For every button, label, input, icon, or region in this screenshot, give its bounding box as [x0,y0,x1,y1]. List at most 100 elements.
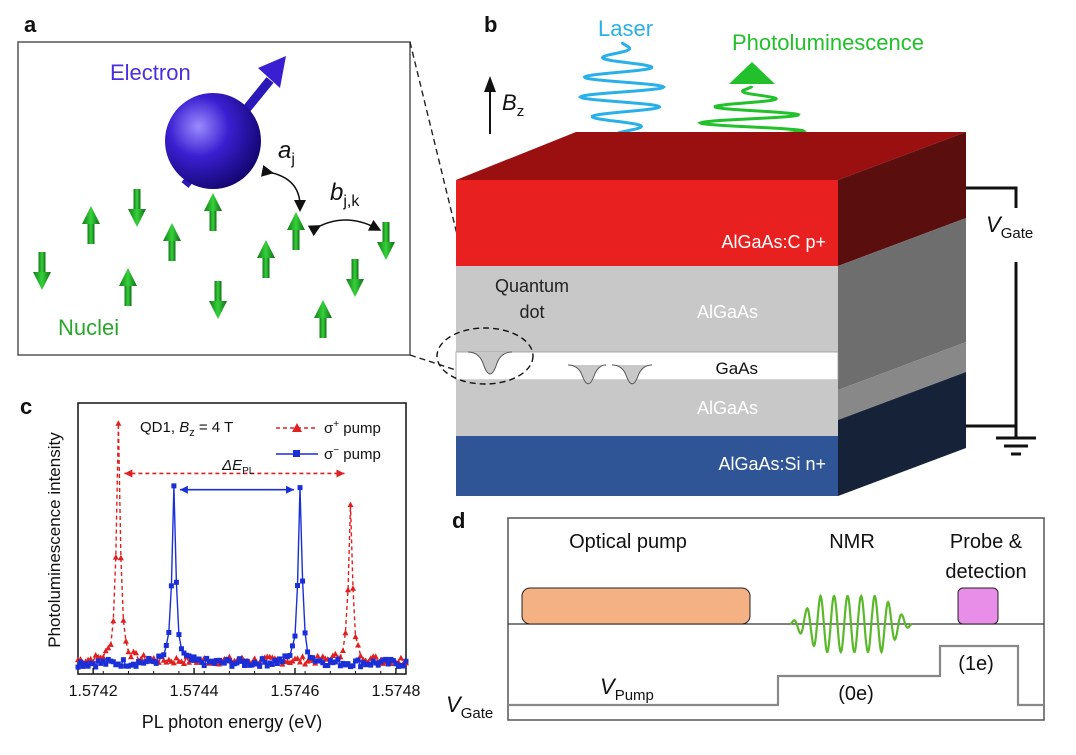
layer-algaas-top [456,266,838,352]
series-point-1 [173,579,179,585]
series-point-1 [125,663,131,669]
series-point-1 [151,659,157,665]
series-point-1 [219,660,225,666]
series-point-0 [186,659,193,665]
series-point-1 [95,658,101,664]
series-point-1 [221,660,227,666]
coupling-b-label: bj,k [330,179,360,210]
qd-label-line1: Quantum [495,276,569,296]
series-point-1 [307,654,313,660]
series-point-0 [397,654,404,661]
nuclei-label: Nuclei [58,315,119,340]
legend-title: QD1, Bz = 4 T [140,419,233,439]
qd-label-line2: dot [519,302,544,322]
series-point-1 [231,661,237,667]
series-point-1 [181,650,187,656]
series-point-1 [236,656,242,662]
delta-label: ΔEPL [221,457,255,477]
series-point-1 [194,657,200,663]
v-pump-label: VPump [600,674,654,704]
series-point-1 [196,656,202,662]
pl-label: Photoluminescence [732,30,924,55]
series-point-1 [244,658,250,664]
series-point-0 [110,617,117,624]
series-point-1 [383,656,389,662]
series-point-1 [103,661,109,667]
series-point-1 [148,658,154,664]
series-point-1 [105,656,111,662]
nmr-wave-icon [789,593,913,655]
series-point-1 [305,649,311,655]
layer-n-label: AlGaAs:Si n+ [718,454,826,474]
series-point-0 [127,653,134,660]
top-face [456,132,966,180]
series-point-1 [282,653,288,659]
series-point-1 [189,657,195,663]
series-point-1 [390,658,396,664]
layer-n [456,436,838,496]
series-point-1 [199,659,205,665]
series-point-0 [100,654,107,660]
series-point-0 [117,554,124,561]
series-point-0 [180,660,187,667]
probe-label-line1: Probe & [950,531,1023,553]
series-point-1 [168,583,174,589]
gate-circuit [966,186,1036,456]
series-point-0 [125,648,132,655]
x-tick-label: 1.5748 [371,683,420,700]
chart-plot-area [77,402,407,675]
series-point-1 [136,659,142,665]
field-arrow-head-icon [484,76,496,92]
series-point-1 [400,663,406,669]
series-point-1 [206,659,212,665]
series-point-1 [262,659,268,665]
gate-voltage-label: VGate [986,212,1033,242]
series-point-1 [85,663,91,669]
layer-algaas-top-label: AlGaAs [697,302,758,322]
series-point-1 [274,661,280,667]
series-point-1 [315,658,321,664]
series-point-1 [337,663,343,669]
zoom-line-bottom [409,354,463,373]
series-point-0 [105,644,112,651]
x-tick-label: 1.5744 [170,683,219,700]
series-point-1 [204,655,210,661]
series-point-1 [191,654,197,660]
series-point-1 [110,659,116,665]
series-point-1 [80,663,86,669]
series-point-1 [214,658,220,664]
series-point-1 [93,664,99,670]
layer-p [456,180,838,266]
series-point-0 [87,655,94,662]
series-point-1 [163,642,169,648]
series-point-0 [107,641,114,647]
series-point-1 [146,655,152,661]
series-point-0 [251,655,258,661]
delta-arrowhead-icon [336,469,345,478]
series-point-1 [350,663,356,669]
series-point-1 [113,662,119,668]
series-point-1 [264,663,270,669]
series-point-1 [183,652,189,658]
laser-label: Laser [598,16,653,41]
x-tick-label: 1.5746 [271,683,320,700]
series-point-1 [302,630,308,636]
series-point-1 [171,483,177,489]
series-point-1 [123,663,129,669]
series-point-1 [178,646,184,652]
series-point-0 [380,660,387,666]
series-point-0 [347,501,354,508]
delta-arrowhead-icon [286,485,295,494]
series-point-1 [257,663,263,669]
legend-sigma-minus-label: σ− pump [324,445,381,463]
series-point-1 [380,657,386,663]
series-point-0 [352,633,359,640]
x-tick-label: 1.5742 [69,683,118,700]
series-point-1 [75,664,81,670]
series-point-1 [345,661,351,667]
series-point-1 [312,658,318,664]
series-point-1 [224,657,230,663]
series-point-0 [297,658,304,665]
pl-spectrum-chart: 1.5742 1.5744 1.5746 1.5748 [69,402,420,700]
